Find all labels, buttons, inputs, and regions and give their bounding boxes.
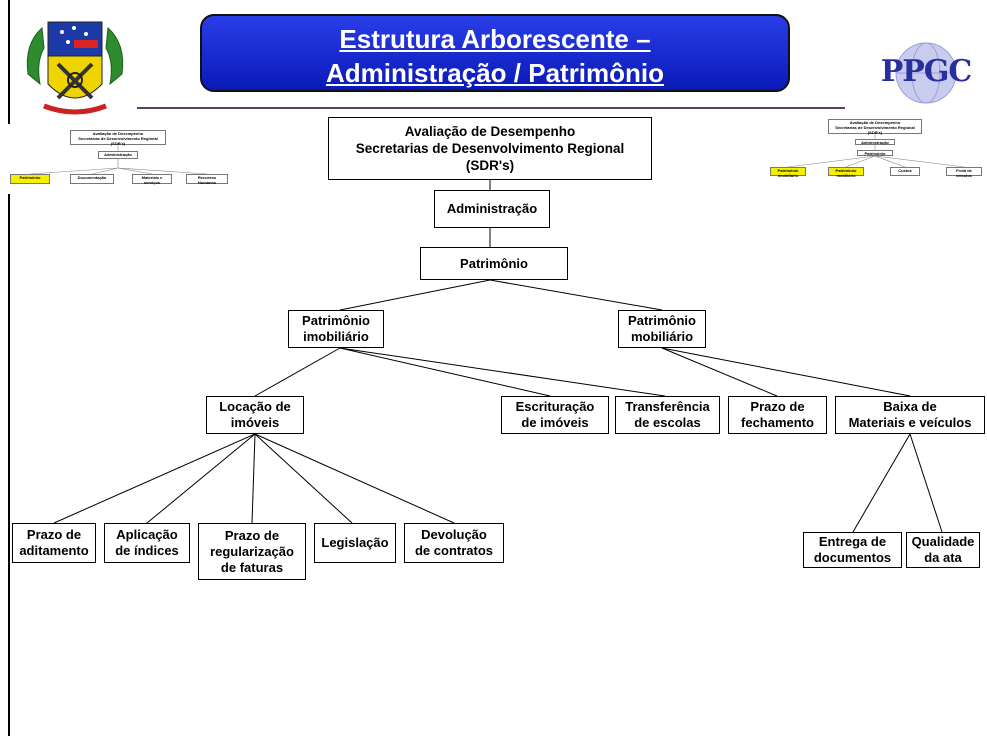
- mini-right-connectors: [787, 134, 965, 168]
- ppgc-logo-globe: [895, 42, 957, 104]
- mini-right-admin: Administração: [855, 139, 895, 145]
- mini-overview-left: Avaliação de Desempenho Secretarias de D…: [8, 124, 228, 194]
- node-aplicacao-indices: Aplicação de índices: [104, 523, 190, 563]
- mini-left-admin: Administração: [98, 151, 138, 159]
- mini-right-child: Patrimônio imobiliário: [770, 167, 806, 178]
- mini-right-patrimonio: Patrimônio: [857, 150, 893, 156]
- node-root-sdr: Avaliação de Desempenho Secretarias de D…: [328, 117, 652, 180]
- left-border-line: [8, 0, 10, 736]
- node-transferencia-escolas: Transferência de escolas: [615, 396, 720, 434]
- node-patrimonio-imobiliario: Patrimônio imobiliário: [288, 310, 384, 348]
- mini-right-root: Avaliação de Desempenho Secretarias de D…: [828, 119, 922, 135]
- mini-right-child: Patrimônio mobiliário: [828, 167, 864, 178]
- node-legislacao: Legislação: [314, 523, 396, 563]
- title-rule: [137, 107, 845, 109]
- mini-left-child: Patrimônio: [10, 174, 50, 184]
- node-patrimonio-mobiliario: Patrimônio mobiliário: [618, 310, 706, 348]
- title-line-2: Administração / Patrimônio: [325, 58, 665, 88]
- mini-left-connectors: [29, 145, 208, 175]
- mini-left-root: Avaliação de Desempenho Secretarias de D…: [70, 130, 166, 146]
- node-patrimonio: Patrimônio: [420, 247, 568, 280]
- node-baixa-materiais: Baixa de Materiais e veículos: [835, 396, 985, 434]
- mini-left-child: Recursos Humanos: [186, 174, 228, 185]
- slide-title: Estrutura Arborescente – Administração /…: [200, 14, 790, 92]
- title-line-1: Estrutura Arborescente –: [339, 24, 651, 54]
- mini-overview-right: Avaliação de Desempenho Secretarias de D…: [766, 117, 984, 179]
- node-administracao: Administração: [434, 190, 550, 228]
- node-entrega-documentos: Entrega de documentos: [803, 532, 902, 568]
- node-qualidade-ata: Qualidade da ata: [906, 532, 980, 568]
- mini-left-child: Materiais e serviços: [132, 174, 172, 185]
- ppgc-logo-text: PPGC: [880, 54, 973, 89]
- mini-right-child: Custos: [890, 167, 920, 176]
- mini-right-child: Frota de veículos: [946, 167, 982, 178]
- node-escrituracao-imoveis: Escrituração de imóveis: [501, 396, 609, 434]
- mini-left-child: Documentação: [70, 174, 114, 184]
- node-locacao-imoveis: Locação de imóveis: [206, 396, 304, 434]
- node-prazo-aditamento: Prazo de aditamento: [12, 523, 96, 563]
- node-devolucao-contratos: Devolução de contratos: [404, 523, 504, 563]
- node-prazo-fechamento: Prazo de fechamento: [728, 396, 827, 434]
- coat-of-arms-logo: [26, 21, 124, 115]
- node-prazo-regularizacao: Prazo de regularização de faturas: [198, 523, 306, 580]
